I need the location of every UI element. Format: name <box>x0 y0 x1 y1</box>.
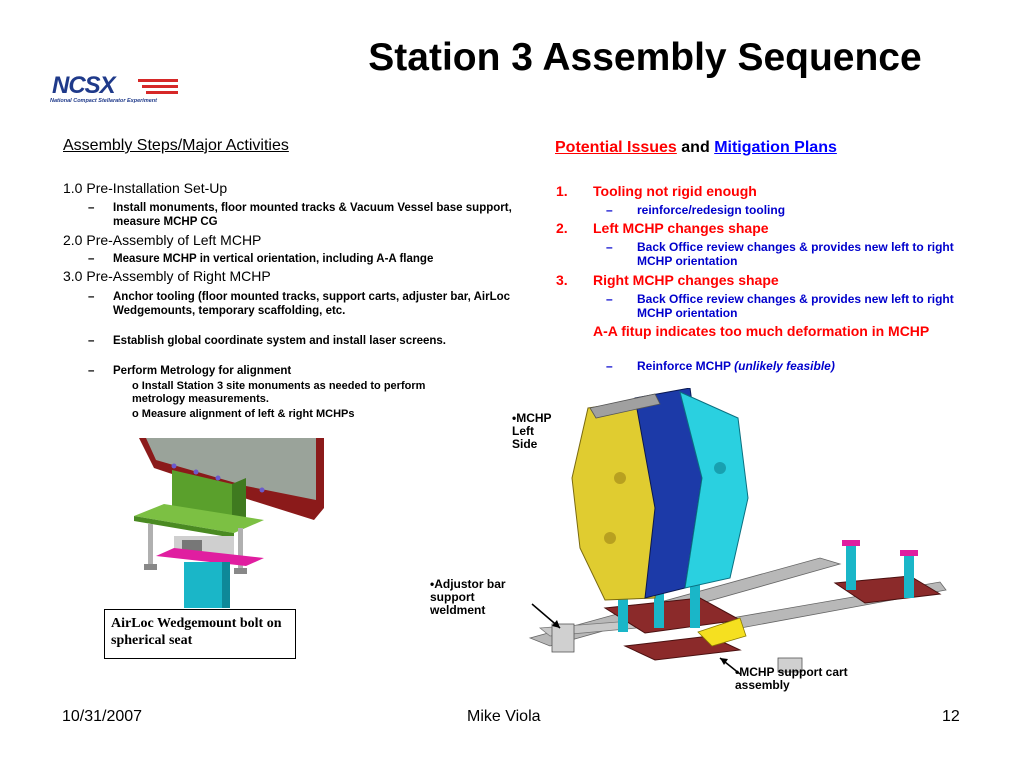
dash-bullet: – <box>88 202 95 214</box>
mitigation-text: Back Office review changes & provides ne… <box>637 292 954 320</box>
issue-text: Left MCHP changes shape <box>593 220 769 236</box>
callout-left-side: •MCHP Left Side <box>512 411 552 451</box>
dash-bullet: – <box>88 365 95 377</box>
dash-bullet: – <box>88 291 95 303</box>
issue-text: Right MCHP changes shape <box>593 272 779 288</box>
section-title: 2.0 Pre-Assembly of Left MCHP <box>63 232 262 248</box>
footer-date: 10/31/2007 <box>62 708 143 725</box>
dash-bullet: – <box>606 292 613 306</box>
section-title: 3.0 Pre-Assembly of Right MCHP <box>63 268 271 284</box>
ncsx-logo: NCSX National Compact Stellarator Experi… <box>48 72 183 108</box>
issue-text: A-A fitup indicates too much deformation… <box>593 323 930 339</box>
footer-author: Mike Viola <box>467 708 541 725</box>
sub-list-item: o Measure alignment of left & right MCHP… <box>132 408 355 420</box>
list-item-text: Install monuments, floor mounted tracks … <box>113 202 512 228</box>
logo-stripes-icon <box>138 79 178 94</box>
wedgemount-caption: AirLoc Wedgemount bolt on spherical seat <box>104 609 296 659</box>
list-item-text: Anchor tooling (floor mounted tracks, su… <box>113 291 511 317</box>
assembly-steps-heading: Assembly Steps/Major Activities <box>63 137 289 154</box>
issue-number: 3. <box>556 272 568 288</box>
logo-text: NCSX <box>52 72 116 99</box>
list-item-text: Measure MCHP in vertical orientation, in… <box>113 253 434 265</box>
dash-bullet: – <box>88 335 95 347</box>
dash-bullet: – <box>606 203 613 217</box>
mchp-assembly-illustration <box>528 388 947 675</box>
mitigation-text: Reinforce MCHP (unlikely feasible) <box>637 359 982 373</box>
issue-number: 2. <box>556 220 568 236</box>
list-item-text: Perform Metrology for alignment <box>113 365 292 377</box>
logo-subtitle: National Compact Stellarator Experiment <box>50 98 157 104</box>
slide-title: Station 3 Assembly Sequence <box>368 36 922 79</box>
dash-bullet: – <box>606 359 613 373</box>
mitigation-text: Back Office review changes & provides ne… <box>637 240 954 268</box>
dash-bullet: – <box>606 240 613 254</box>
issues-heading-and: and <box>681 139 710 156</box>
mitigation-text-note: (unlikely feasible) <box>734 359 835 373</box>
section-title: 1.0 Pre-Installation Set-Up <box>63 180 228 196</box>
issues-heading-part1: Potential Issues <box>555 139 677 156</box>
sub-list-item: o Install Station 3 site monuments as ne… <box>132 380 426 405</box>
wedgemount-illustration <box>134 438 329 608</box>
callout-support-cart: •MCHP support cart assembly <box>735 665 848 692</box>
footer-page-number: 12 <box>942 708 960 725</box>
callout-adjustor: •Adjustor bar support weldment <box>430 577 506 617</box>
issue-text: Tooling not rigid enough <box>593 183 757 199</box>
issues-heading-part2: Mitigation Plans <box>714 139 837 156</box>
dash-bullet: – <box>88 253 95 265</box>
issues-heading: Potential Issues and Mitigation Plans <box>555 139 837 157</box>
mitigation-text-main: Reinforce MCHP <box>637 359 731 373</box>
list-item-text: Establish global coordinate system and i… <box>113 335 446 347</box>
issue-number: 1. <box>556 183 568 199</box>
mitigation-text: reinforce/redesign tooling <box>637 203 786 217</box>
